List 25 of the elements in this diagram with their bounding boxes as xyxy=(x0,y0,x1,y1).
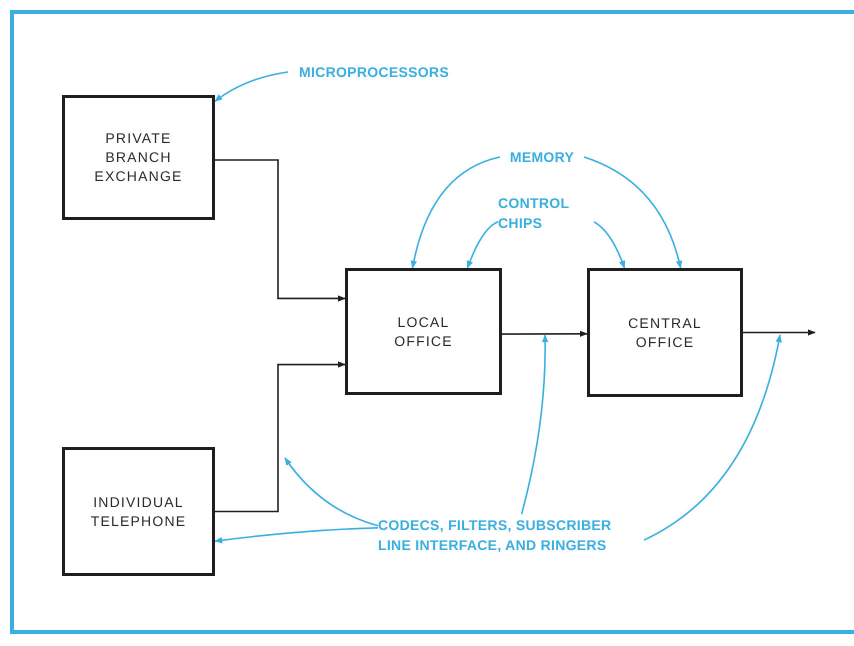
box-label: PRIVATE BRANCH EXCHANGE xyxy=(93,129,184,186)
callout-text: MEMORY xyxy=(510,148,574,167)
leader-arrow xyxy=(584,156,682,269)
arrow xyxy=(215,159,346,302)
arrow xyxy=(215,361,346,512)
arrow xyxy=(502,330,588,337)
leader-arrow xyxy=(466,221,498,269)
box-label: CENTRAL OFFICE xyxy=(627,314,703,352)
process-box xyxy=(62,447,215,576)
leader-arrow xyxy=(214,71,288,102)
process-box xyxy=(62,95,215,220)
leader-arrow xyxy=(594,221,626,269)
process-box xyxy=(587,268,743,397)
callout-text: CODECS, FILTERS, SUBSCRIBER LINE INTERFACE, AND RINGERS xyxy=(378,516,612,555)
leader-arrow xyxy=(644,334,782,541)
leader-arrow xyxy=(520,334,548,514)
leader-arrow xyxy=(284,457,378,527)
process-box xyxy=(345,268,502,395)
leader-arrow xyxy=(410,156,500,269)
callout-text: CONTROL CHIPS xyxy=(498,194,570,233)
box-label: INDIVIDUAL TELEPHONE xyxy=(90,492,188,530)
callout-text: MICROPROCESSORS xyxy=(299,63,449,82)
leader-arrow xyxy=(214,527,378,544)
box-label: LOCAL OFFICE xyxy=(393,312,454,350)
arrow xyxy=(743,329,816,336)
